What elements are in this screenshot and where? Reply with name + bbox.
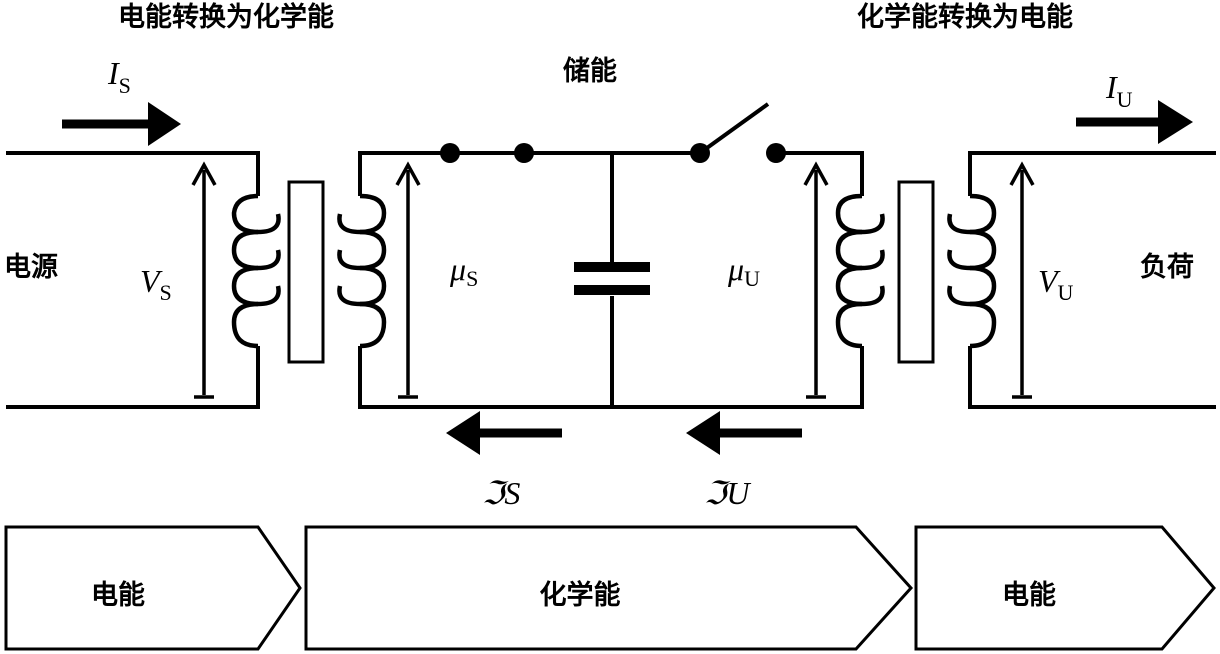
load-secondary-coil	[947, 193, 997, 349]
power-source-label: 电源	[4, 252, 58, 283]
source-voltage-label: VS	[140, 263, 172, 305]
stage-blocks: 电能 化学能 电能	[4, 525, 1216, 651]
load-flux-label: ℑU	[704, 475, 751, 511]
source-circuit	[6, 151, 260, 409]
stage-label-electric-out: 电能	[1002, 579, 1056, 611]
load-current-arrow	[1076, 100, 1193, 144]
load-primary-coil	[835, 193, 885, 349]
source-flux-arrow	[446, 411, 562, 455]
load-bottom-wire	[968, 346, 1216, 409]
stage-label-chemical: 化学能	[540, 579, 621, 611]
stage-block-electric-in	[4, 525, 302, 651]
load-circuit	[968, 151, 1216, 409]
load-voltage-label: VU	[1038, 263, 1074, 305]
terminal-dot-2	[514, 143, 534, 163]
header-storage: 储能	[563, 55, 617, 87]
capacitor-plate-bottom	[574, 285, 650, 295]
load-top-wire	[968, 151, 1216, 196]
source-top-wire	[6, 151, 260, 196]
source-potential-arrow	[395, 161, 421, 399]
source-transformer-core	[287, 180, 325, 364]
stage-label-electric-in: 电能	[91, 579, 145, 611]
storage-top-wire-left	[358, 151, 698, 196]
load-label: 负荷	[1140, 252, 1194, 283]
stage-block-electric-out	[914, 525, 1216, 651]
load-transformer-core	[897, 180, 935, 364]
switch-contact-dot	[766, 143, 786, 163]
header-electric-to-chemical: 电能转换为化学能	[118, 1, 334, 33]
source-bottom-wire	[6, 346, 260, 409]
load-flux-arrow	[686, 411, 802, 455]
header-chemical-to-electric: 化学能转换为电能	[857, 1, 1073, 33]
source-flux-label: ℑS	[482, 475, 520, 511]
source-primary-coil	[231, 193, 281, 349]
load-current-label: IU	[1105, 69, 1133, 112]
source-current-arrow	[62, 102, 181, 146]
source-potential-label: μS	[449, 251, 478, 291]
terminal-dot-1	[440, 143, 460, 163]
switch-blade	[698, 102, 770, 155]
source-voltage-arrow	[191, 161, 217, 399]
source-secondary-coil	[337, 193, 387, 349]
source-current-label: IS	[107, 55, 131, 98]
load-potential-label: μU	[727, 251, 760, 291]
stage-block-chemical	[304, 525, 914, 651]
storage-circuit	[358, 151, 864, 409]
load-voltage-arrow	[1009, 161, 1035, 399]
capacitor-plate-top	[574, 262, 650, 272]
storage-top-wire-right	[776, 151, 864, 196]
load-potential-arrow	[803, 161, 829, 399]
